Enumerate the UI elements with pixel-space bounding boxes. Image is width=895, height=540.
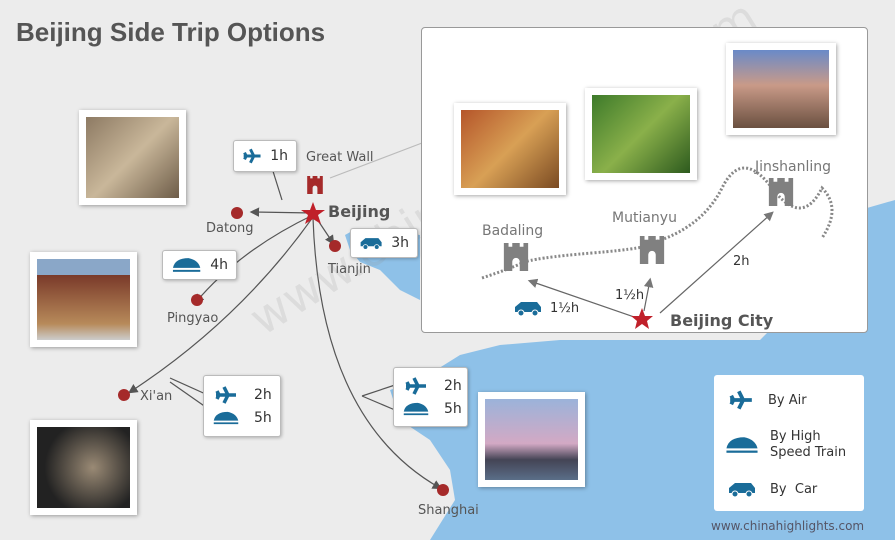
great-wall-inset: Badaling Mutianyu Jinshanling 1½h 1½h 2h… [421, 27, 868, 333]
train-icon [403, 402, 429, 416]
legend-label: By Air [768, 392, 807, 408]
photo-shanghai [478, 392, 585, 487]
time-mutianyu: 1½h [615, 288, 645, 303]
route-xian: 2h 5h [203, 375, 281, 437]
tianjin-dot [329, 240, 341, 252]
time-jinshanling: 2h [733, 254, 750, 269]
route-line-shanghai [312, 217, 443, 490]
badaling-gate-icon [503, 243, 529, 271]
route-time: 5h [444, 401, 462, 417]
route-time: 2h [444, 378, 462, 394]
page-title: Beijing Side Trip Options [16, 17, 326, 47]
route-line-badaling [527, 278, 638, 319]
photo-mutianyu [585, 88, 697, 180]
pingyao-dot [191, 294, 203, 306]
route-time: 2h [254, 387, 272, 403]
jinshanling-gate-icon [768, 178, 794, 206]
city-label-great-wall: Great Wall [306, 150, 374, 165]
route-line-jinshanling [659, 211, 774, 314]
route-line-pingyao [194, 214, 314, 304]
photo-datong-grottoes [79, 110, 186, 205]
beijing-star-icon [301, 202, 325, 224]
callout-pointer-shanghai [361, 384, 396, 397]
plane-icon [215, 386, 236, 404]
label-badaling: Badaling [482, 223, 544, 239]
inset-map [481, 166, 834, 329]
city-label-xian: Xi'an [140, 389, 173, 404]
callout-pointer-datong [271, 167, 283, 201]
legend-label: By High Speed Train [770, 429, 847, 460]
plane-icon [243, 148, 261, 164]
great-wall-icon [307, 176, 323, 194]
route-line-datong [249, 207, 314, 217]
route-option-train: 5h [402, 400, 462, 418]
legend-label: By Car [770, 481, 818, 497]
route-datong: 1h [233, 140, 297, 172]
route-shanghai: 2h 5h [393, 367, 468, 427]
photo-pingyao [30, 252, 137, 347]
route-line-xian [127, 216, 314, 394]
route-time: 1h [270, 148, 288, 164]
car-icon [515, 302, 541, 316]
route-option-air: 2h [402, 376, 462, 396]
label-jinshanling: Jinshanling [755, 159, 832, 175]
route-tianjin: 3h [350, 228, 418, 258]
car-icon [360, 238, 382, 250]
route-time: 3h [391, 235, 409, 251]
route-line-mutianyu [643, 277, 654, 312]
train-icon [726, 437, 758, 453]
legend-item-car: By Car [714, 481, 817, 497]
time-badaling: 1½h [550, 301, 580, 316]
route-option-air: 2h [212, 385, 272, 405]
xian-dot [118, 389, 130, 401]
legend: By Air By High Speed Train By Car [714, 375, 864, 511]
shanghai-dot [437, 484, 449, 496]
label-mutianyu: Mutianyu [612, 210, 677, 226]
photo-badaling [454, 103, 566, 195]
photo-jinshanling [726, 43, 836, 135]
beijing-city-star-icon [631, 308, 653, 329]
footer-url: www.chinahighlights.com [711, 519, 865, 533]
city-label-datong: Datong [206, 221, 254, 236]
city-label-pingyao: Pingyao [167, 311, 219, 326]
car-icon [729, 483, 755, 497]
plane-icon [729, 390, 752, 410]
city-label-shanghai: Shanghai [418, 503, 479, 518]
route-option-train: 5h [212, 409, 272, 427]
train-icon [172, 258, 201, 272]
label-beijing-city: Beijing City [670, 311, 774, 330]
photo-xian-terracotta [30, 420, 137, 515]
legend-item-train: By High Speed Train [714, 429, 859, 461]
train-icon [213, 411, 239, 425]
mutianyu-gate-icon [639, 236, 665, 264]
callout-pointer-shanghai [361, 395, 396, 411]
route-time: 5h [254, 410, 272, 426]
route-pingyao: 4h [162, 250, 237, 280]
plane-icon [405, 377, 426, 395]
datong-dot [231, 207, 243, 219]
route-time: 4h [210, 257, 228, 273]
city-label-tianjin: Tianjin [328, 262, 371, 277]
legend-item-air: By Air [714, 389, 807, 411]
city-label-beijing: Beijing [328, 202, 391, 221]
great-wall-inset-connector [329, 142, 423, 179]
